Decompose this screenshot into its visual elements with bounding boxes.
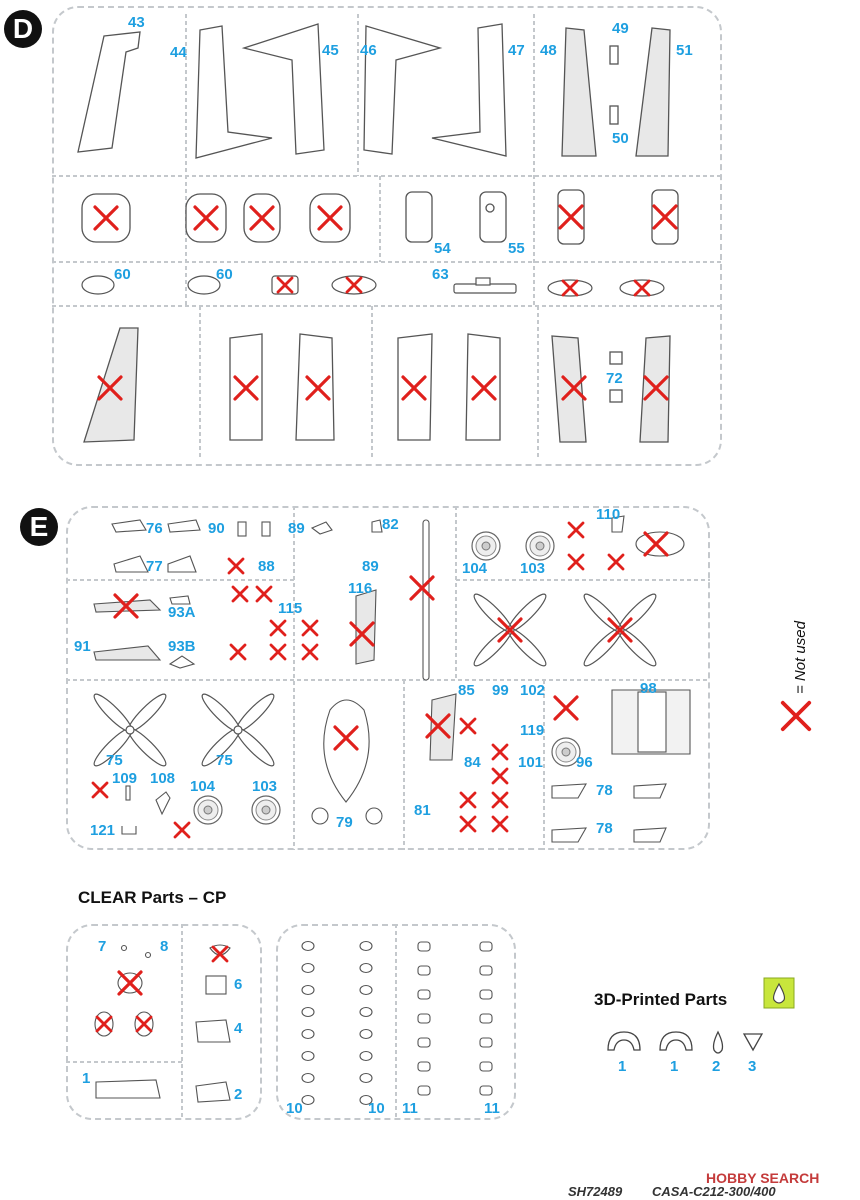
part-number: 60 <box>216 266 233 283</box>
part-number: 101 <box>518 754 544 771</box>
part-number: 11 <box>484 1100 500 1117</box>
part-number: 84 <box>464 754 481 771</box>
part-number: 89 <box>362 558 379 575</box>
watermark: HOBBY SEARCH <box>706 1170 820 1186</box>
part-number: 79 <box>336 814 353 831</box>
part-number: 54 <box>434 240 451 257</box>
sprue-e-badge: E <box>20 508 58 546</box>
part-number: 50 <box>612 130 629 147</box>
part-number: 44 <box>170 44 187 61</box>
part-number: 93A <box>168 604 196 621</box>
clear-parts-title: CLEAR Parts – CP <box>78 888 227 907</box>
part-number: 2 <box>712 1058 721 1075</box>
kit-code: SH72489 <box>568 1184 623 1199</box>
legend-not-used: = Not used <box>792 621 809 694</box>
part-number: 96 <box>576 754 593 771</box>
part-number: 116 <box>348 580 373 597</box>
part-number: 60 <box>114 266 131 283</box>
part-number: 78 <box>596 782 613 799</box>
part-number: 2 <box>234 1086 243 1103</box>
part-number: 51 <box>676 42 693 59</box>
part-number: 119 <box>520 722 545 739</box>
printed-parts-title: 3D-Printed Parts <box>594 990 728 1009</box>
part-number: 11 <box>402 1100 418 1117</box>
part-number: 102 <box>520 682 546 699</box>
part-number: 7 <box>98 938 107 955</box>
part-number: 76 <box>146 520 163 537</box>
part-number: 72 <box>606 370 623 387</box>
part-number: 104 <box>462 560 488 577</box>
part-number: 63 <box>432 266 449 283</box>
sprue-e-frame <box>66 506 710 850</box>
part-number: 55 <box>508 240 525 257</box>
part-number: 10 <box>368 1100 385 1117</box>
part-number: 98 <box>640 680 657 697</box>
part-number: 48 <box>540 42 557 59</box>
part-number: 81 <box>414 802 431 819</box>
part-number: 1 <box>82 1070 91 1087</box>
part-number: 75 <box>216 752 233 769</box>
part-number: 10 <box>286 1100 303 1117</box>
sprue-d-frame <box>52 6 722 466</box>
part-number: 93B <box>168 638 196 655</box>
part-number: 115 <box>278 600 303 617</box>
part-number: 3 <box>748 1058 757 1075</box>
part-number: 110 <box>596 506 621 523</box>
part-number: 90 <box>208 520 225 537</box>
part-number: 43 <box>128 14 145 31</box>
part-number: 88 <box>258 558 275 575</box>
part-number: 85 <box>458 682 475 699</box>
part-number: 46 <box>360 42 377 59</box>
part-number: 82 <box>382 516 399 533</box>
part-number: 77 <box>146 558 163 575</box>
part-number: 49 <box>612 20 629 37</box>
part-number: 104 <box>190 778 216 795</box>
part-number: 1 <box>618 1058 627 1075</box>
part-number: 121 <box>90 822 116 839</box>
part-number: 99 <box>492 682 509 699</box>
part-number: 103 <box>252 778 278 795</box>
kit-model: CASA-C212-300/400 <box>652 1184 776 1199</box>
part-number: 89 <box>288 520 305 537</box>
part-number: 108 <box>150 770 176 787</box>
part-number: 47 <box>508 42 525 59</box>
part-number: 6 <box>234 976 243 993</box>
part-number: 8 <box>160 938 169 955</box>
part-number: 91 <box>74 638 91 655</box>
part-number: 4 <box>234 1020 243 1037</box>
sprue-d-badge: D <box>4 10 42 48</box>
clear-sprue-left-frame <box>66 924 262 1120</box>
part-number: 75 <box>106 752 123 769</box>
part-number: 103 <box>520 560 546 577</box>
part-number: 45 <box>322 42 339 59</box>
part-number: 78 <box>596 820 613 837</box>
part-number: 109 <box>112 770 138 787</box>
part-number: 1 <box>670 1058 679 1075</box>
